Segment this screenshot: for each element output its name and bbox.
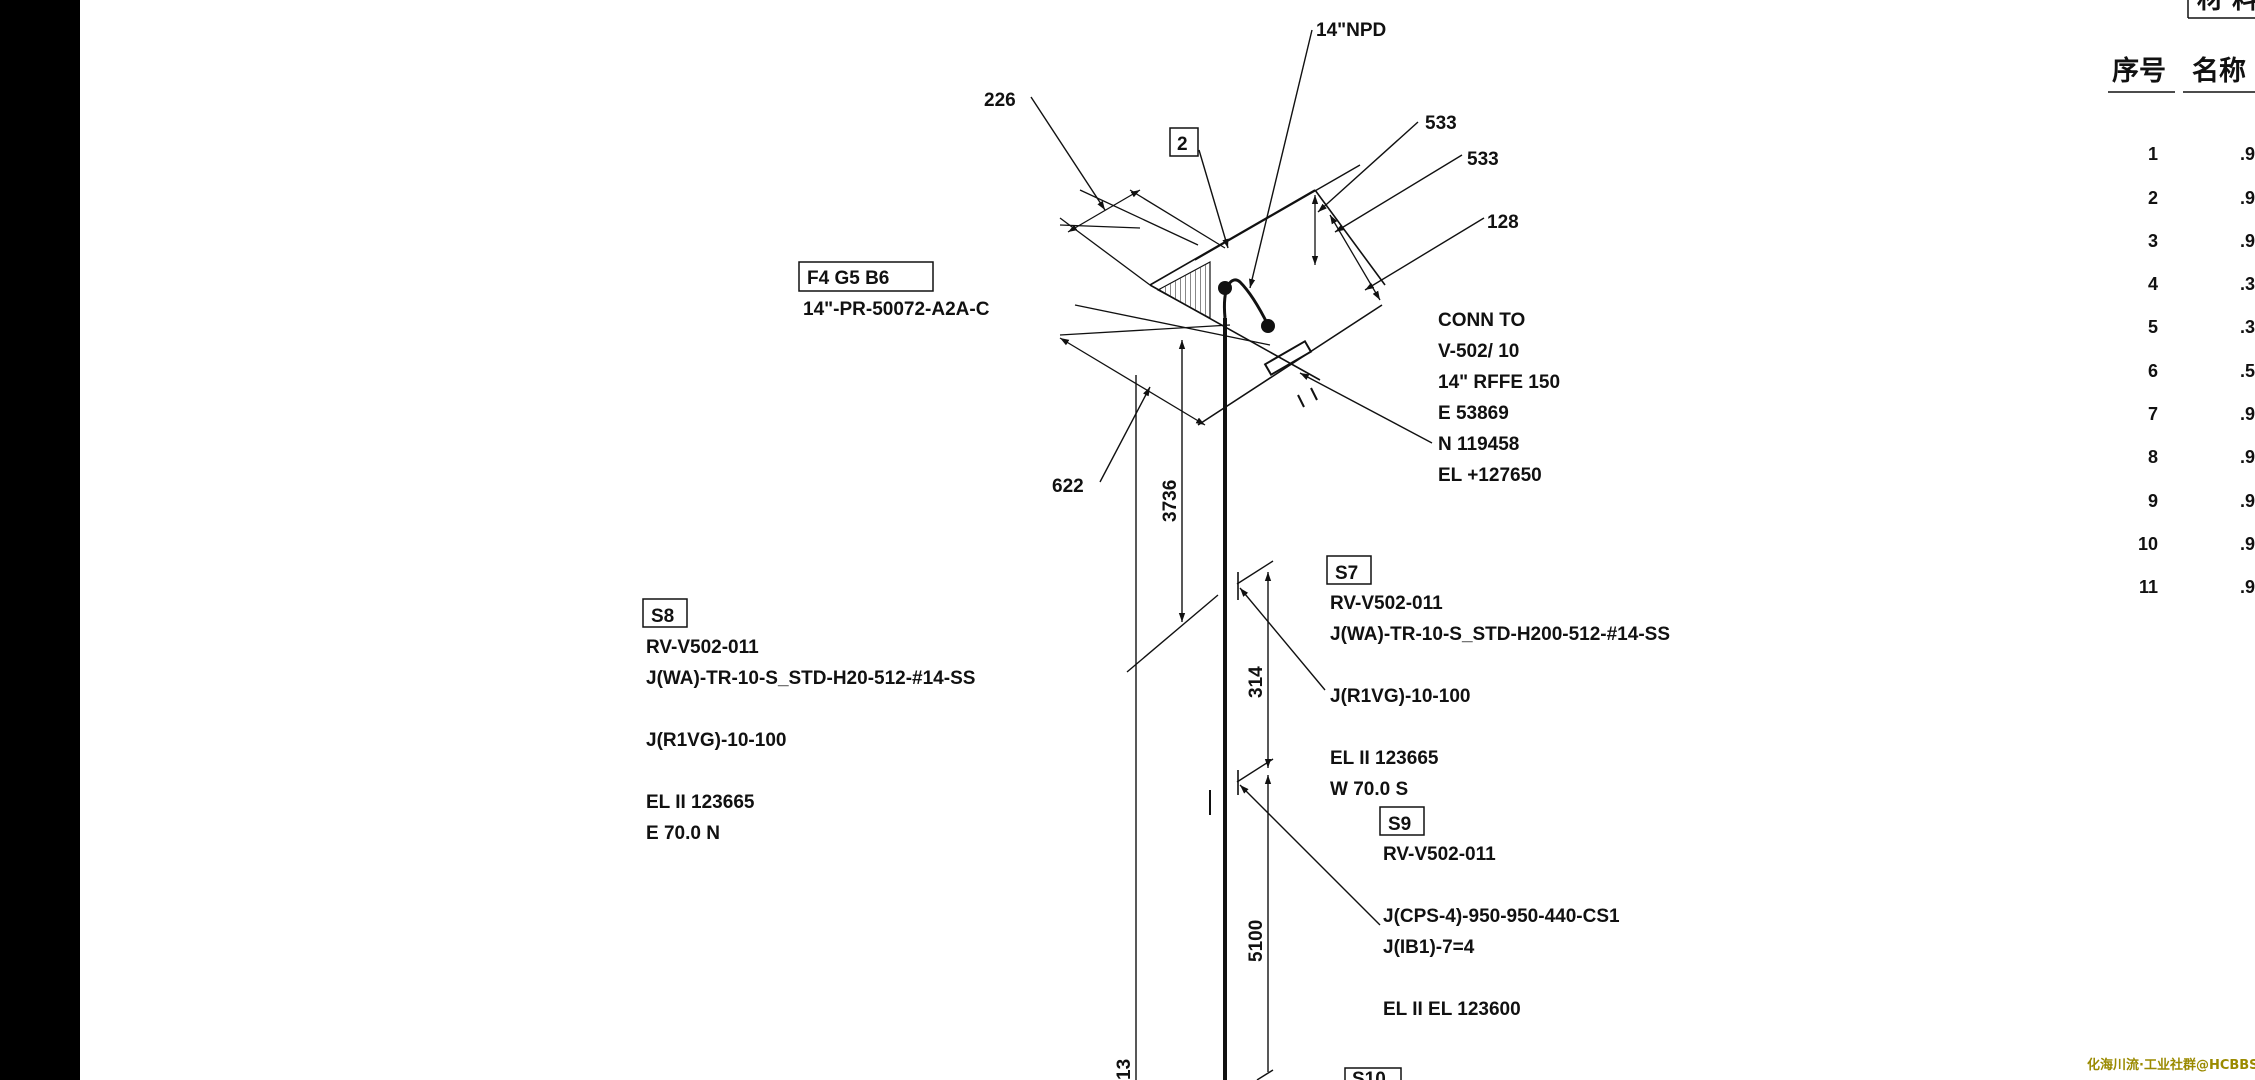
support-s9-info: S9 RV-V502-011 J(CPS-4)-950-950-440-CS1 … [1383,814,1620,1020]
table-row-val: .9 [2240,188,2255,208]
dim-533-b-label: 533 [1467,149,1499,170]
support-s7-info: S7 RV-V502-011 J(WA)-TR-10-S_STD-H200-51… [1330,563,1670,800]
s7-line: W 70.0 S [1330,779,1408,800]
dim-622-label: 622 [1052,476,1084,497]
table-row-num: 10 [2138,534,2158,554]
connection-info: CONN TO V-502/ 10 14" RFFE 150 E 53869 N… [1438,310,1560,486]
table-row-num: 7 [2148,404,2158,424]
table-row-val: .9 [2240,404,2255,424]
conn-line: E 53869 [1438,403,1509,424]
leader-lines-top [1030,29,1485,483]
s8-line: J(R1VG)-10-100 [646,730,786,751]
s7-line: J(R1VG)-10-100 [1330,686,1470,707]
s9-line: EL II EL 123600 [1383,999,1521,1020]
table-header-index: 序号 [2112,55,2166,87]
table-row-val: .3 [2240,274,2255,294]
main-pipe [1209,278,1318,1080]
dim-128-label: 128 [1487,212,1519,233]
table-row-val: .3 [2240,317,2255,337]
weld-point-lower [1261,319,1275,333]
s9-tag: S9 [1388,814,1411,835]
line-tag-bottom: 14"-PR-50072-A2A-C [803,299,990,320]
s10-tag-box [1344,1067,1402,1080]
material-table: 材 料 序号 名称 1 .9 2 .9 3 .9 4 .3 5 .3 6 .5 … [2108,0,2255,597]
table-row-num: 9 [2148,491,2158,511]
dim-533-a-label: 533 [1425,113,1457,134]
table-header-name: 名称 [2192,55,2246,87]
s9-tag-box [1379,806,1425,836]
weld-point-upper [1218,281,1232,295]
watermark: 化海川流·工业社群@HCBBS [2087,1057,2255,1073]
s9-line: J(IB1)-7=4 [1383,937,1475,958]
viewer-left-margin [0,0,80,1080]
line-tag-box [798,261,934,292]
s8-tag: S8 [651,606,674,627]
conn-line: EL +127650 [1438,465,1542,486]
s7-line: J(WA)-TR-10-S_STD-H200-512-#14-SS [1330,624,1670,645]
s8-tag-box [642,598,688,628]
table-row-val: .9 [2240,144,2255,164]
s8-line: E 70.0 N [646,823,720,844]
tag-2-box [1169,127,1199,157]
flange-symbol [1263,339,1313,377]
s10-tag: S10 [1352,1069,1386,1080]
isometric-dimension-frame [1059,164,1386,426]
dim-226-label: 226 [984,90,1016,111]
table-row-num: 4 [2148,274,2158,294]
s9-line: J(CPS-4)-950-950-440-CS1 [1383,906,1620,927]
table-row-val: .5 [2240,361,2255,381]
table-row-num: 5 [2148,317,2158,337]
dim-3736-label: 3736 [1160,480,1181,522]
s7-line: RV-V502-011 [1330,593,1443,614]
table-title-partial: 材 料 [2197,0,2255,15]
s8-line: J(WA)-TR-10-S_STD-H20-512-#14-SS [646,668,975,689]
table-row-val: .9 [2240,534,2255,554]
npd-label: 14"NPD [1316,20,1386,41]
s8-line: RV-V502-011 [646,637,759,658]
table-row-val: .9 [2240,577,2255,597]
support-s8-info: S8 RV-V502-011 J(WA)-TR-10-S_STD-H20-512… [646,606,975,844]
table-row-num: 3 [2148,231,2158,251]
conn-line: N 119458 [1438,434,1519,455]
table-row-val: .9 [2240,447,2255,467]
table-row-val: .9 [2240,491,2255,511]
table-row-num: 2 [2148,188,2158,208]
table-row-num: 11 [2139,577,2158,597]
dim-partial-bottom-label: 13 [1114,1059,1135,1080]
s7-tag-box [1326,555,1372,585]
table-row-num: 6 [2148,361,2158,381]
vertical-dimensions [1126,340,1381,1080]
table-row-val: .9 [2240,231,2255,251]
dim-5100-label: 5100 [1246,920,1267,962]
s8-line: EL II 123665 [646,792,755,813]
dim-314-label: 314 [1246,666,1267,698]
s7-tag: S7 [1335,563,1358,584]
conn-line: CONN TO [1438,310,1525,331]
tag-2-label: 2 [1177,134,1188,155]
conn-line: 14" RFFE 150 [1438,372,1560,393]
table-row-num: 1 [2148,144,2158,164]
s7-line: EL II 123665 [1330,748,1439,769]
line-tag-top: F4 G5 B6 [807,268,889,289]
table-row-num: 8 [2148,447,2158,467]
s9-line: RV-V502-011 [1383,844,1496,865]
conn-line: V-502/ 10 [1438,341,1519,362]
